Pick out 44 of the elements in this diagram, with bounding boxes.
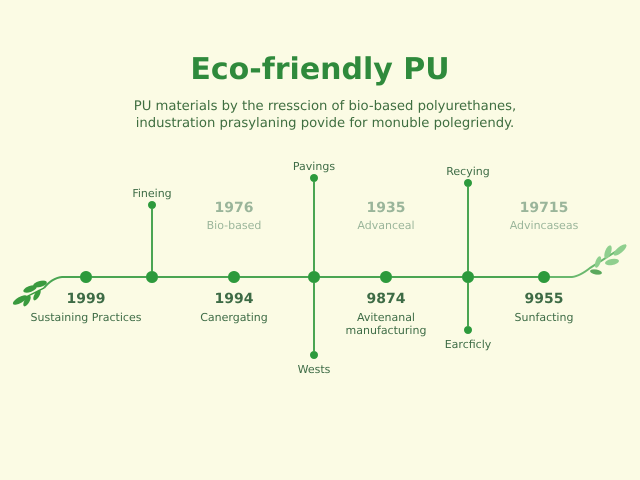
- timeline-connector: [467, 283, 469, 326]
- timeline-dot: [228, 271, 240, 283]
- milestone-label: Pavings: [292, 160, 336, 173]
- milestone-label: Sustaining Practices: [30, 311, 142, 324]
- milestone-label: Avitenanal manufacturing: [344, 311, 428, 337]
- milestone-label: Recying: [445, 165, 491, 178]
- timeline-dot: [464, 179, 472, 187]
- milestone-label: Earcficly: [444, 338, 492, 351]
- year-label: 9874: [366, 293, 406, 306]
- timeline-dot: [308, 271, 320, 283]
- timeline-connector: [151, 209, 153, 271]
- milestone-label: Fineing: [131, 187, 173, 200]
- timeline-dot: [538, 271, 550, 283]
- timeline-connector: [158, 276, 228, 278]
- year-label: 1976: [214, 202, 254, 215]
- year-label: 1935: [366, 202, 406, 215]
- timeline-connector: [313, 182, 315, 271]
- timeline-connector: [240, 276, 308, 278]
- timeline-dot: [310, 351, 318, 359]
- year-label: 9955: [524, 293, 564, 306]
- timeline-connector: [474, 276, 538, 278]
- milestone-label: Canergating: [199, 311, 269, 324]
- milestone-label: Sunfacting: [514, 311, 574, 324]
- timeline-dot: [148, 201, 156, 209]
- timeline-connector: [392, 276, 462, 278]
- title: Eco-friendly PU: [190, 52, 450, 87]
- timeline-dot: [146, 271, 158, 283]
- year-label: 1999: [66, 293, 106, 306]
- timeline-dot: [310, 174, 318, 182]
- milestone-label: Advanceal: [356, 219, 416, 232]
- year-label: 19715: [518, 202, 570, 215]
- timeline-connector: [92, 276, 146, 278]
- timeline-dot: [80, 271, 92, 283]
- timeline-connector: [313, 283, 315, 351]
- milestone-label: Wests: [296, 363, 332, 376]
- caption: PU materials by the rresscion of bio-based polyurethanes, industration prasylaning povide for monuble polegriendy.: [132, 98, 518, 132]
- timeline-dot: [462, 271, 474, 283]
- timeline-connector: [467, 187, 469, 271]
- milestone-label: Advincaseas: [508, 219, 580, 232]
- timeline-connector: [320, 276, 380, 278]
- year-label: 1994: [214, 293, 254, 306]
- milestone-label: Bio-based: [206, 219, 262, 232]
- timeline-dot: [464, 326, 472, 334]
- timeline-dot: [380, 271, 392, 283]
